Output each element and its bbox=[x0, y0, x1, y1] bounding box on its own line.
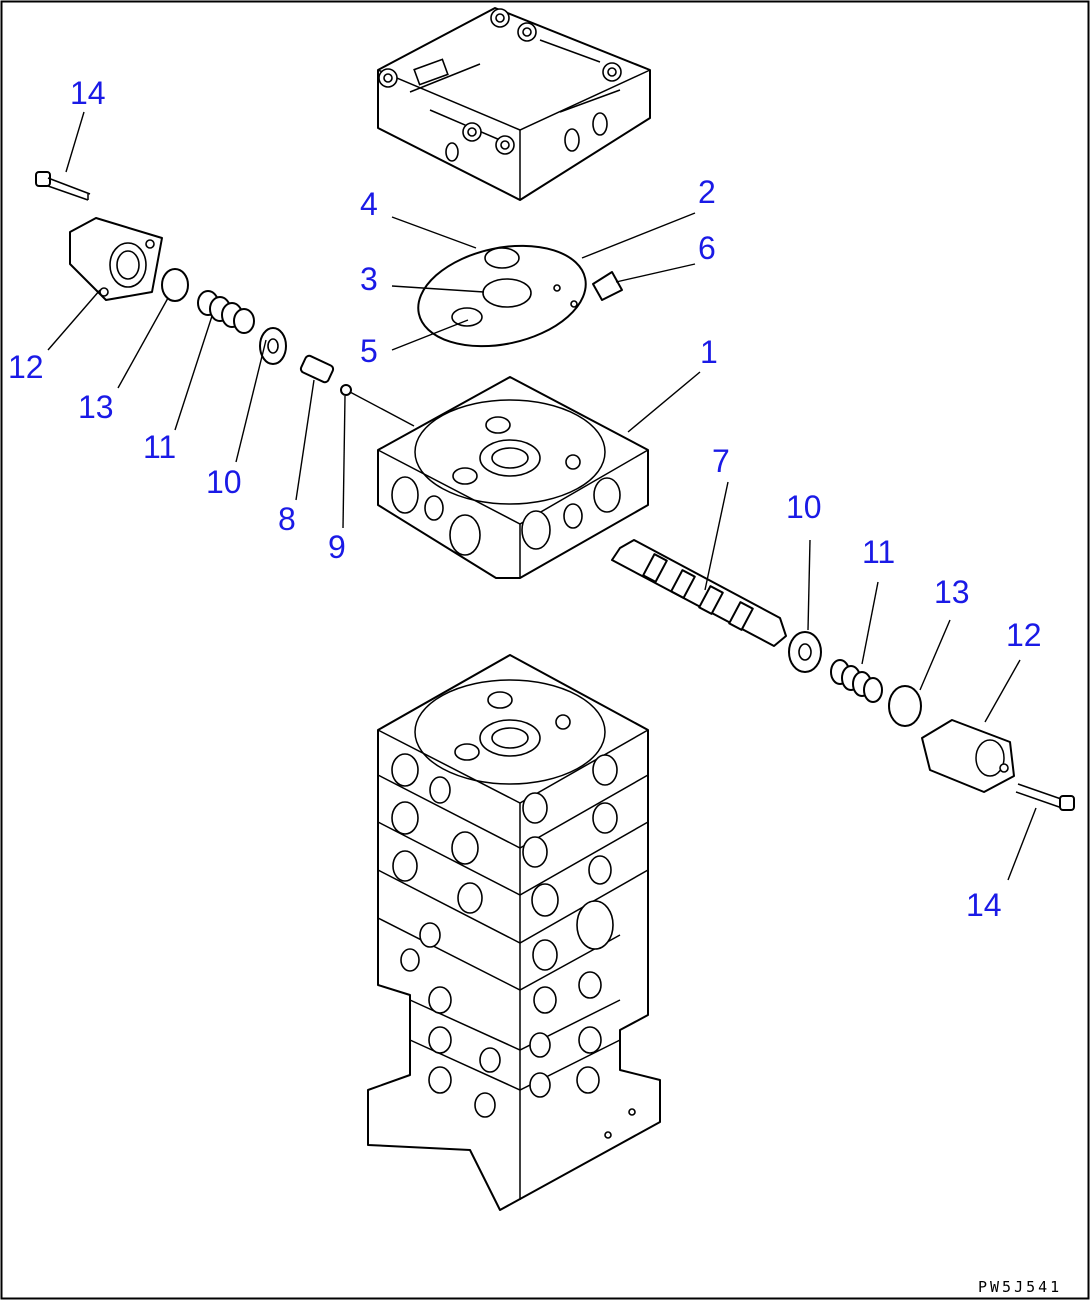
right-retainer-10 bbox=[788, 631, 822, 673]
callout-2: 2 bbox=[698, 174, 716, 210]
callout-4: 4 bbox=[360, 186, 378, 222]
callout-6: 6 bbox=[698, 230, 716, 266]
callout-11-right: 11 bbox=[862, 534, 895, 570]
callout-13-left: 13 bbox=[78, 389, 114, 425]
left-spring-11 bbox=[197, 290, 255, 334]
callout-5: 5 bbox=[360, 333, 378, 369]
callout-11-left: 11 bbox=[143, 429, 176, 465]
right-bolt-14 bbox=[1015, 783, 1075, 811]
callout-9: 9 bbox=[328, 529, 346, 565]
callout-14-left: 14 bbox=[70, 75, 106, 111]
left-bolt-14 bbox=[35, 171, 91, 201]
callout-12-right: 12 bbox=[1006, 617, 1042, 653]
left-small-o-ring-9 bbox=[340, 384, 352, 396]
right-spring-11 bbox=[830, 659, 883, 703]
right-o-ring-13 bbox=[888, 685, 922, 727]
callout-7: 7 bbox=[712, 443, 730, 479]
spool bbox=[611, 539, 787, 647]
left-stopper-8 bbox=[299, 354, 335, 384]
callout-3: 3 bbox=[360, 261, 378, 297]
valve-stack-assembly bbox=[367, 654, 661, 1211]
callout-14-right: 14 bbox=[966, 887, 1002, 923]
left-o-ring-13 bbox=[161, 268, 189, 302]
callout-10-right: 10 bbox=[786, 489, 822, 525]
right-cap-12 bbox=[921, 719, 1015, 793]
callout-8: 8 bbox=[278, 501, 296, 537]
gasket-plate bbox=[417, 244, 623, 348]
callout-12-left: 12 bbox=[8, 349, 44, 385]
valve-section-body bbox=[377, 376, 649, 579]
left-retainer-10 bbox=[259, 327, 287, 365]
callout-13-right: 13 bbox=[934, 574, 970, 610]
leader-lines bbox=[47, 111, 1037, 881]
left-cap-12 bbox=[69, 217, 163, 301]
callout-labels: 14 12 13 11 10 8 9 4 3 5 2 6 1 7 10 11 1… bbox=[8, 75, 1042, 923]
top-cover bbox=[377, 7, 651, 201]
drawing-code: PW5J541 bbox=[978, 1278, 1062, 1296]
callout-10-left: 10 bbox=[206, 464, 242, 500]
callout-1: 1 bbox=[700, 334, 718, 370]
